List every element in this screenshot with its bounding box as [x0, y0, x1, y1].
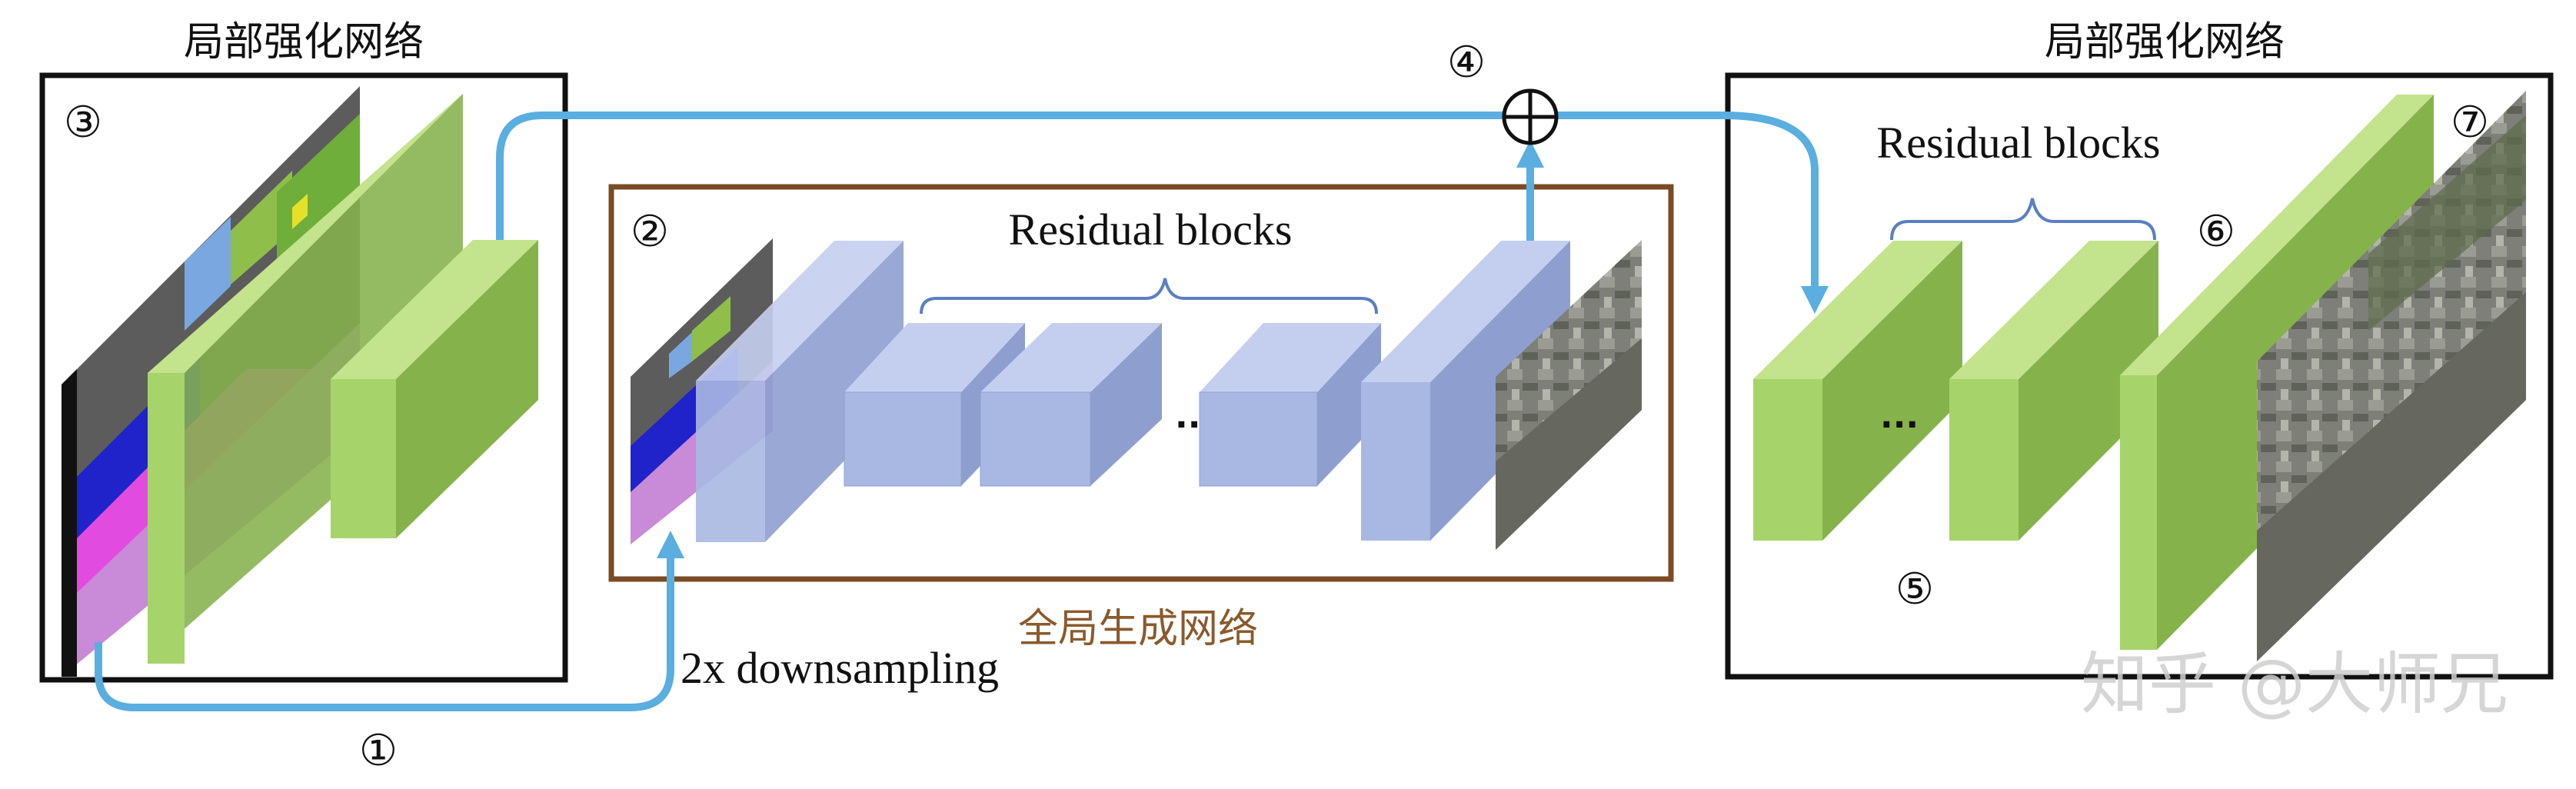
- global-front-conv-block: [696, 241, 904, 542]
- local-enhancer-left-title: 局部强化网络: [184, 19, 424, 65]
- final-output-image: [2257, 91, 2526, 661]
- label-4: ④: [1447, 38, 1486, 88]
- downsampling-arrow: [95, 531, 684, 711]
- watermark: 知乎 @大师兄: [2081, 644, 2508, 724]
- local-enhancer-right: 局部强化网络 ⑦ Residual blocks ⑥ ⑤ ...: [1725, 19, 2554, 680]
- local-enhancer-left-number: ③: [64, 98, 102, 148]
- skip-connection-arrow: [496, 112, 1829, 314]
- local-right-residual-brace: [1890, 198, 2156, 241]
- label-1: ①: [359, 726, 398, 776]
- downsampling-label: 2x downsampling: [681, 643, 999, 693]
- global-generator-number: ②: [631, 207, 669, 257]
- label-6: ⑥: [2197, 207, 2235, 257]
- local-enhancer-right-title: 局部强化网络: [2045, 19, 2285, 65]
- global-residual-brace: [920, 278, 1378, 315]
- local-right-residual-ellipsis: ...: [1880, 397, 1919, 436]
- global-output-image: [1496, 240, 1642, 550]
- local-enhancer-left-frame: [39, 72, 568, 683]
- global-residual-block-2: [980, 323, 1162, 487]
- global-residual-label: Residual blocks: [1009, 205, 1293, 255]
- local-enhancer-left: 局部强化网络 ③: [39, 19, 568, 683]
- global-residual-block-3: [1199, 323, 1381, 487]
- label-5: ⑤: [1895, 564, 1934, 614]
- local-enhancer-left-back-conv-block: [331, 240, 538, 538]
- elementwise-sum-icon: [1502, 88, 1559, 145]
- local-enhancer-right-frame: [1725, 72, 2554, 680]
- global-generator-frame: [608, 184, 1674, 582]
- local-right-residual-block-1: [1753, 241, 1962, 541]
- global-generator-title: 全局生成网络: [1018, 606, 1258, 652]
- local-right-residual-label: Residual blocks: [1877, 118, 2161, 168]
- local-right-residual-block-2: [1949, 241, 2158, 541]
- global-generator: ② 全局生成网络 ...: [608, 184, 1674, 652]
- connections: [95, 88, 1829, 711]
- local-enhancer-left-front-conv-block: [148, 94, 463, 664]
